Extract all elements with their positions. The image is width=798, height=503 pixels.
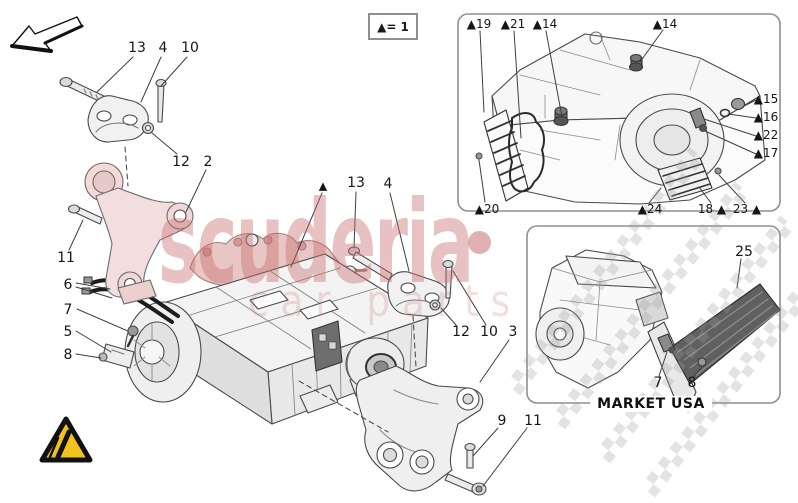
callout-part-15[interactable]: ▲15 [753, 92, 779, 106]
callout-part-13-b[interactable]: 13 [347, 175, 365, 191]
callout-part-16[interactable]: ▲16 [753, 110, 779, 124]
callout-part-10-b[interactable]: 10 [480, 324, 498, 340]
callout-part-19[interactable]: ▲19 [466, 17, 492, 31]
callout-part-5[interactable]: 5 [63, 324, 73, 340]
callout-part-22[interactable]: ▲22 [753, 128, 779, 142]
callout-part-12[interactable]: 12 [172, 154, 190, 170]
right-bracket-assembly-drawing [345, 246, 487, 496]
callout-part-12-b[interactable]: 12 [452, 324, 470, 340]
callout-part-24[interactable]: ▲24 [637, 202, 663, 216]
callout-part-20[interactable]: ▲20 [474, 202, 500, 216]
callout-part-7[interactable]: 7 [63, 302, 73, 318]
inset-engine-box [457, 13, 781, 212]
callout-part-21[interactable]: ▲21 [500, 17, 526, 31]
callout-part-9[interactable]: 9 [497, 413, 507, 429]
mount-bracket-drawing [67, 162, 194, 305]
callout-part-2[interactable]: 2 [203, 154, 213, 170]
callout-part-18[interactable]: 18 ▲ [697, 202, 727, 216]
triangle-marker: ▲ [318, 179, 328, 193]
leader-lines [68, 29, 757, 487]
callout-part-10[interactable]: 10 [181, 40, 199, 56]
callout-part-8[interactable]: 8 [63, 347, 73, 363]
legend-label: ▲= 1 [377, 19, 409, 34]
callout-part-7-b[interactable]: 7 [653, 375, 663, 391]
callout-part-4[interactable]: 4 [158, 40, 168, 56]
callout-part-3[interactable]: 3 [508, 324, 518, 340]
market-usa-caption: MARKET USA [590, 396, 712, 412]
assembly-dashed-lines [124, 146, 417, 433]
small-fasteners-drawing [98, 325, 139, 369]
callout-part-8-b[interactable]: 8 [687, 375, 697, 391]
callout-part-14-b[interactable]: ▲14 [652, 17, 678, 31]
callout-part-11-b[interactable]: 11 [524, 413, 542, 429]
hazard-warning-icon [39, 416, 93, 463]
callout-part-4-b[interactable]: 4 [383, 176, 393, 192]
inset-market-drawing [535, 249, 781, 413]
callout-part-11[interactable]: 11 [57, 250, 75, 266]
callout-part-14[interactable]: ▲14 [532, 17, 558, 31]
callout-part-23[interactable]: 23 ▲ [732, 202, 762, 216]
upper-bracket-assembly-drawing [59, 76, 167, 143]
callout-part-13[interactable]: 13 [128, 40, 146, 56]
legend-box: ▲= 1 [368, 13, 418, 40]
direction-arrow-icon [10, 16, 84, 53]
callout-part-17[interactable]: ▲17 [753, 146, 779, 160]
callout-part-6[interactable]: 6 [63, 277, 73, 293]
callout-part-25[interactable]: 25 [735, 244, 753, 260]
